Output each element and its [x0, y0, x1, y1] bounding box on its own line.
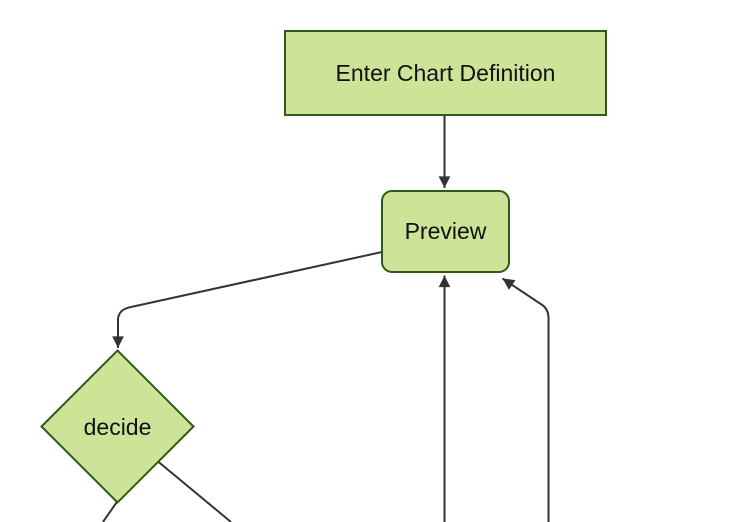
- edge-offscreen-right-to-preview: [501, 277, 550, 522]
- node-enter-chart-definition: Enter Chart Definition: [284, 30, 607, 116]
- node-preview-shape: [381, 190, 510, 273]
- node-enter-chart-definition-label: Enter Chart Definition: [336, 60, 556, 86]
- edge-decide-to-offscreen-right: [157, 460, 232, 522]
- node-decide-label: decide: [84, 414, 152, 440]
- node-enter-chart-definition-shape: [284, 30, 607, 116]
- node-decide-shape: [40, 349, 195, 504]
- edge-preview-to-decide: [112, 251, 383, 348]
- edge-decide-to-offscreen-left: [102, 501, 118, 522]
- node-decide: decide: [40, 349, 195, 504]
- node-preview: Preview: [381, 190, 510, 273]
- node-preview-label: Preview: [405, 218, 487, 244]
